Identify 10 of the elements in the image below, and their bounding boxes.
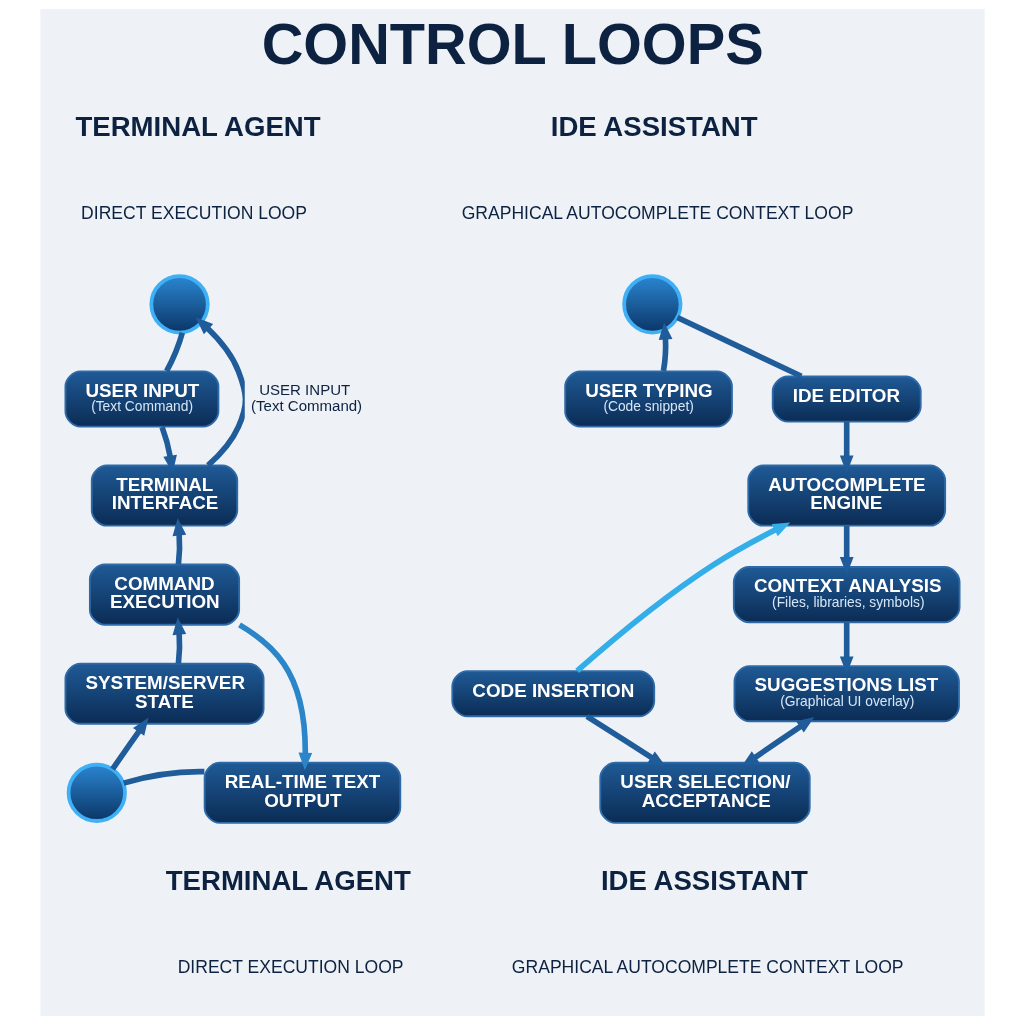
label: GRAPHICAL AUTOCOMPLETE CONTEXT LOOP xyxy=(461,202,853,223)
label: GRAPHICAL AUTOCOMPLETE CONTEXT LOOP xyxy=(511,956,904,977)
edge-label: USER INPUT (Text Command) xyxy=(250,380,362,414)
label: TERMINAL AGENT xyxy=(74,110,321,142)
label: DIRECT EXECUTION LOOP xyxy=(80,202,307,223)
label: IDE ASSISTANT xyxy=(600,864,808,896)
diagram-title: CONTROL LOOPS xyxy=(261,11,764,76)
label: TERMINAL AGENT xyxy=(165,864,411,896)
label: IDE ASSISTANT xyxy=(550,110,758,142)
label: DIRECT EXECUTION LOOP xyxy=(177,956,404,977)
